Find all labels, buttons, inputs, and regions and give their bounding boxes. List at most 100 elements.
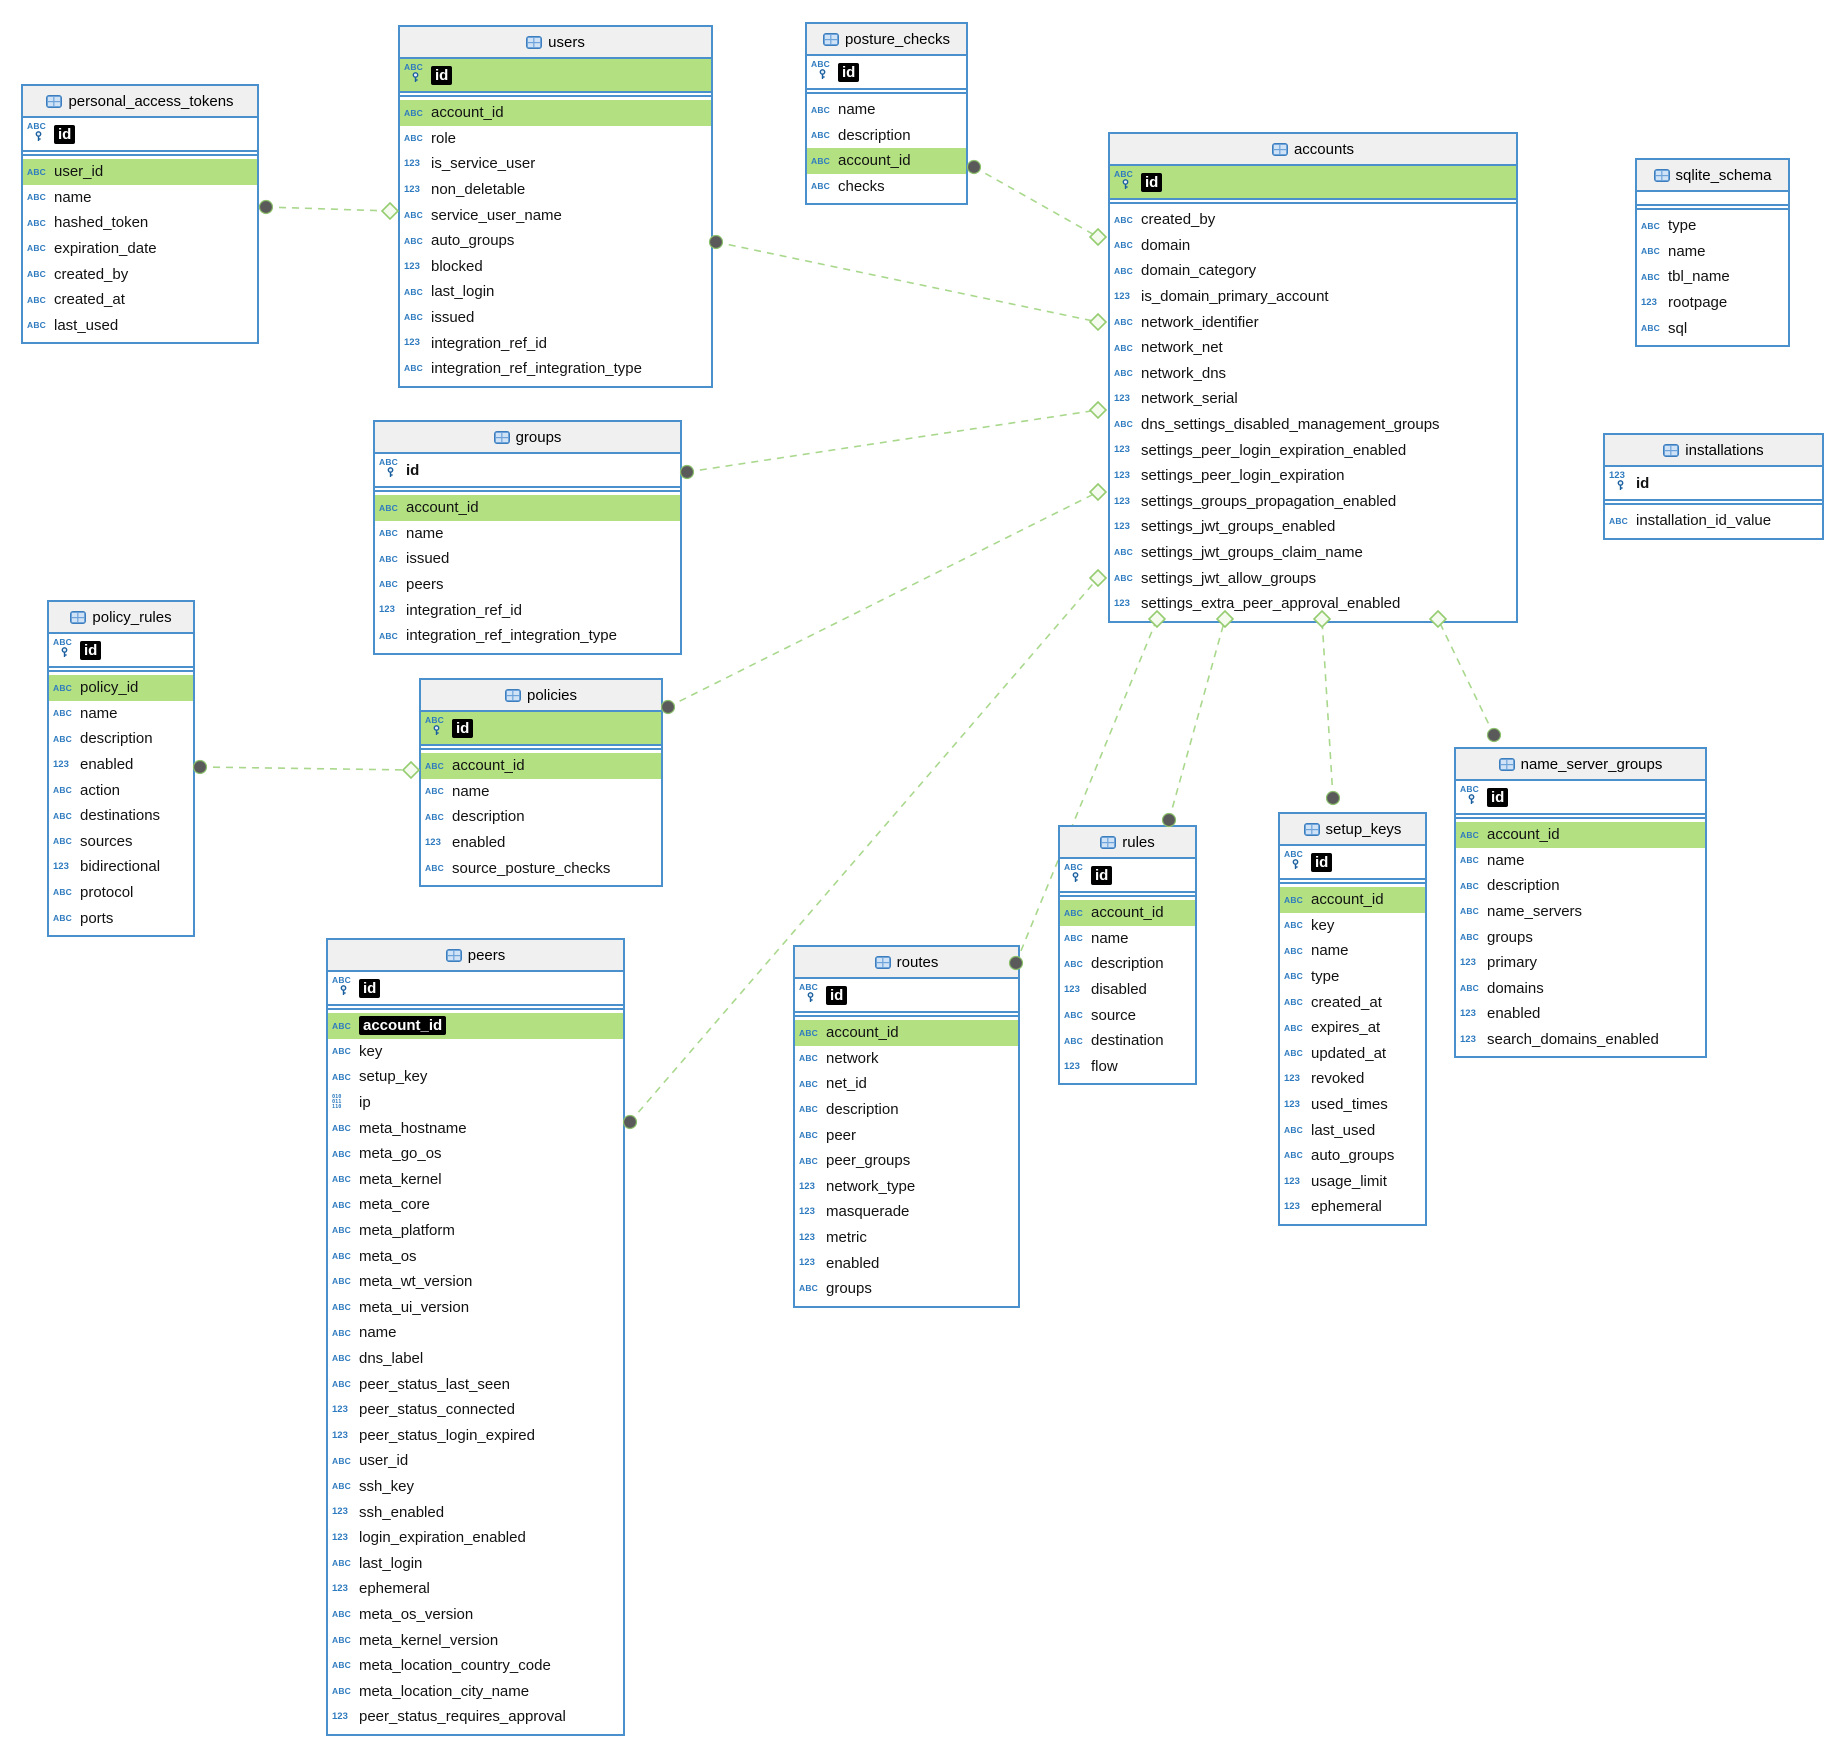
- table-header-rules[interactable]: rules: [1060, 827, 1195, 859]
- table-header-sqlite_schema[interactable]: sqlite_schema: [1637, 160, 1788, 192]
- table-header-routes[interactable]: routes: [795, 947, 1018, 979]
- table-header-peers[interactable]: peers: [328, 940, 623, 972]
- table-header-posture_checks[interactable]: posture_checks: [807, 24, 966, 56]
- table-header-installations[interactable]: installations: [1605, 435, 1822, 467]
- table-header-groups[interactable]: groups: [375, 422, 680, 454]
- table-header-accounts[interactable]: accounts: [1110, 134, 1516, 166]
